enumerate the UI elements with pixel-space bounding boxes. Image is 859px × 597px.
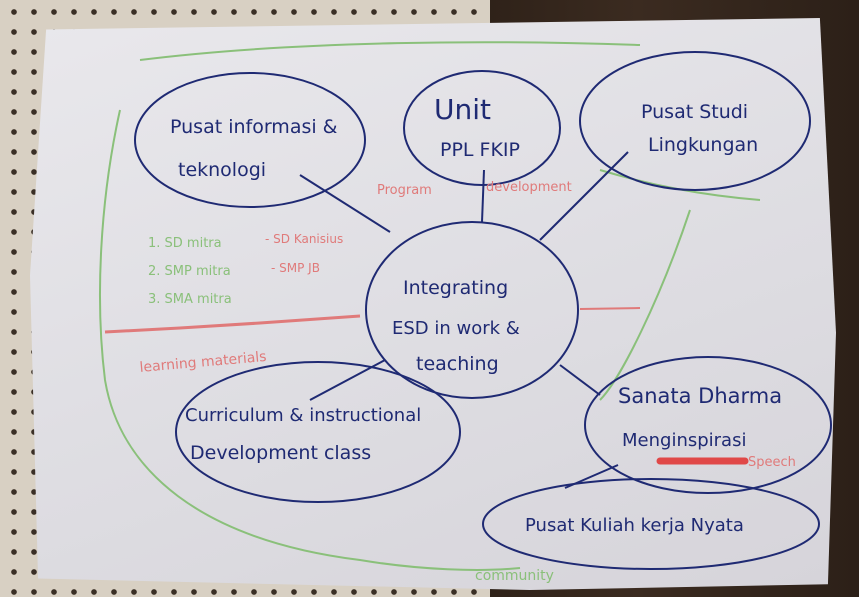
node-sanata-line1: Sanata Dharma bbox=[618, 384, 782, 408]
flipchart-paper bbox=[30, 18, 836, 590]
node-info-line1: Pusat informasi & bbox=[170, 116, 338, 138]
ellipse-sanata bbox=[584, 356, 832, 494]
ellipse-center bbox=[365, 221, 579, 399]
node-ppl-line2: PPL FKIP bbox=[440, 139, 520, 161]
node-info-line2: teknologi bbox=[178, 159, 266, 181]
label-community: community bbox=[475, 568, 554, 584]
green-boundary-line bbox=[99, 109, 521, 571]
node-center-line3: teaching bbox=[416, 353, 499, 375]
label-program: Program bbox=[377, 183, 432, 198]
node-curriculum-line2: Development class bbox=[190, 442, 371, 464]
node-center-line2: ESD in work & bbox=[392, 318, 520, 339]
partner-school-2: - SMP JB bbox=[271, 261, 320, 275]
node-sanata-line2: Menginspirasi bbox=[622, 430, 746, 451]
node-psl-line2: Lingkungan bbox=[648, 134, 758, 156]
partner-item-2: 2. SMP mitra bbox=[148, 264, 231, 279]
ellipse-psl bbox=[579, 51, 811, 191]
ellipse-curriculum bbox=[175, 361, 461, 503]
label-development: development bbox=[486, 180, 572, 195]
label-speech: Speech bbox=[748, 455, 796, 470]
node-center-line1: Integrating bbox=[403, 277, 508, 299]
partner-item-1: 1. SD mitra bbox=[148, 236, 222, 251]
node-psl-line1: Pusat Studi bbox=[641, 101, 748, 123]
red-divider-left bbox=[104, 314, 361, 334]
partner-school-1: - SD Kanisius bbox=[265, 232, 343, 246]
partner-item-3: 3. SMA mitra bbox=[148, 292, 232, 307]
green-boundary-line-3 bbox=[599, 209, 691, 401]
node-ppl-line1: Unit bbox=[434, 93, 491, 126]
node-curriculum-line1: Curriculum & instructional bbox=[185, 405, 421, 426]
ellipse-unit-ppl bbox=[403, 70, 561, 186]
node-kkn: Pusat Kuliah kerja Nyata bbox=[525, 515, 744, 536]
ellipse-info-tech bbox=[134, 72, 366, 208]
red-divider-right bbox=[579, 307, 641, 310]
ellipse-kkn bbox=[482, 478, 820, 570]
